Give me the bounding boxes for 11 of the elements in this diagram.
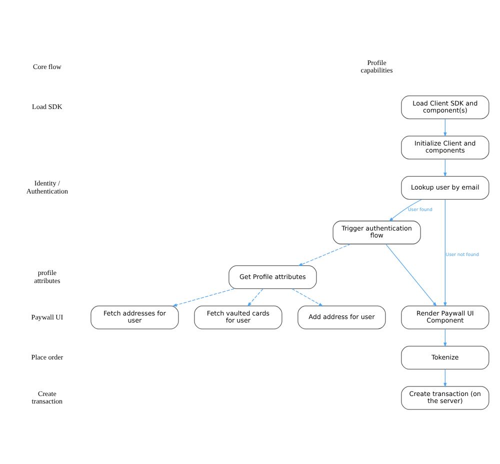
- arrow: [247, 288, 264, 306]
- arrow: [444, 368, 447, 387]
- arrow: [298, 243, 351, 266]
- arrow: [385, 243, 437, 306]
- arrow: [444, 118, 447, 136]
- arrow: [444, 158, 447, 177]
- arrow: [292, 288, 324, 306]
- arrow: [172, 288, 234, 306]
- arrow: [444, 198, 447, 306]
- arrow: [388, 198, 422, 221]
- arrow: [444, 328, 447, 347]
